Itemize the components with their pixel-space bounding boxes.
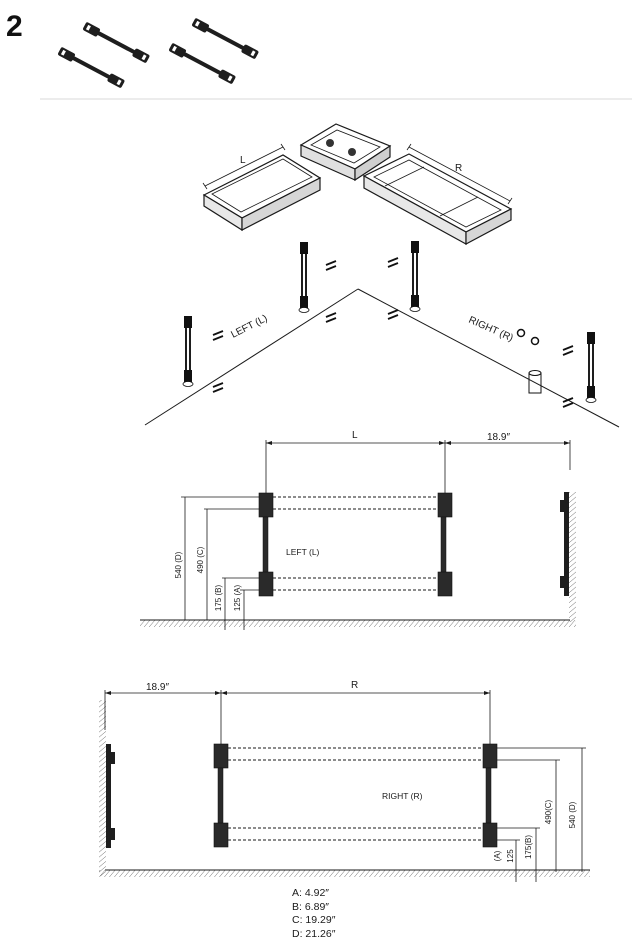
left-width-label: L [352,430,358,441]
left-gap-label: 18.9″ [487,432,510,443]
left-tray-label: L [240,155,246,166]
legend-key: A: [292,887,302,899]
legend-row: D: 21.26″ [292,928,335,942]
right-width-label: R [351,680,358,691]
right-elevation-view [99,690,590,882]
right-dim-d: 540 (D) [568,801,577,828]
left-shelf-label: LEFT (L) [286,547,320,557]
legend-key: C: [292,914,303,926]
legend-value: 4.92″ [304,887,329,899]
legend-value: 19.29″ [305,914,336,926]
legend-row: C: 19.29″ [292,914,335,928]
post-icon [298,241,310,313]
left-elevation-view [140,440,576,630]
legend-key: B: [292,900,302,913]
right-dim-a-letter: (A) [493,850,502,861]
right-dim-a-num: 125 [506,849,515,863]
right-wall-label: RIGHT (R) [467,315,515,344]
shelf-tray-icon [202,143,322,232]
strap-part-icon [82,22,150,64]
right-shelf-label: RIGHT (R) [382,791,423,801]
shelf-tray-icon [362,143,513,246]
bracket-top-left [258,492,274,518]
legend-value: 21.26″ [305,927,336,940]
wall-hatch-icon [140,620,576,627]
post-icon [585,331,597,403]
corner-tray-icon [299,123,392,182]
left-wall-line [144,288,359,426]
left-dim-b: 175 (B) [214,585,223,612]
left-dim-d: 540 (D) [174,551,183,578]
right-wall-line [357,288,620,428]
left-dim-a: 125 (A) [233,585,242,612]
left-wall-label: LEFT (L) [229,313,269,341]
legend-value: 6.89″ [304,900,329,913]
wall-hatch-icon [99,700,106,876]
strap-part-icon [57,47,125,89]
strap-part-icon [191,18,259,60]
post-icon [182,315,194,387]
left-dim-c: 490 (C) [196,546,205,573]
right-tray-label: R [455,163,462,174]
strap-part-icon [168,43,236,85]
post-icon [409,240,421,312]
wall-hatch-icon [569,492,576,622]
legend-row: A: 4.92″ [292,887,335,901]
right-gap-label: 18.9″ [146,682,169,693]
right-dim-c: 490(C) [544,799,553,824]
dimension-legend: A: 4.92″ B: 6.89″ C: 19.29″ D: 21.26″ [292,887,335,941]
right-dim-b: 175(B) [524,835,533,859]
wall-hatch-icon [99,870,590,877]
legend-key: D: [292,927,303,940]
step-number: 2 [6,10,23,43]
legend-row: B: 6.89″ [292,901,335,915]
